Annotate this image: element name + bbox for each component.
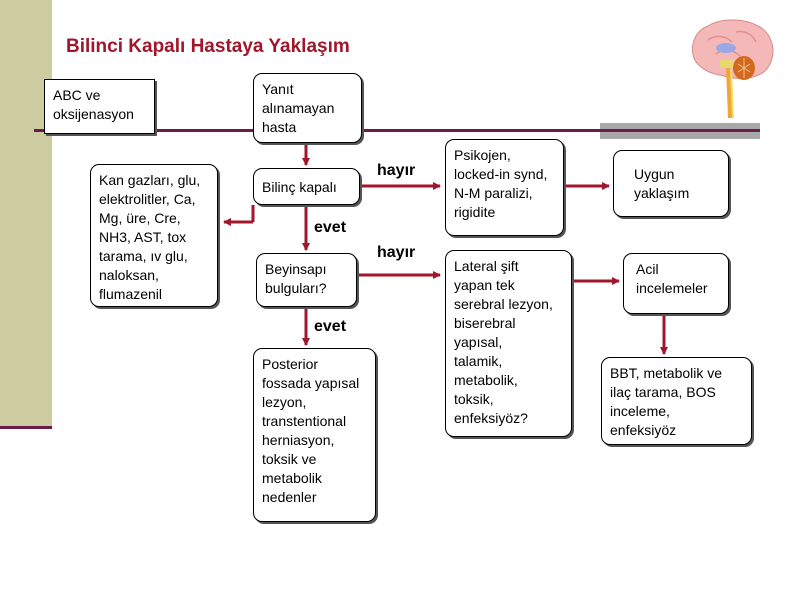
box-beyin: Beyinsapı bulguları? (256, 253, 357, 307)
sidebar-rule (0, 426, 52, 429)
box-acil: Acil incelemeler (623, 253, 729, 314)
label-hayir-2: hayır (377, 244, 416, 261)
box-kan: Kan gazları, glu, elektrolitler, Ca, Mg,… (90, 164, 218, 307)
slide-title: Bilinci Kapalı Hastaya Yaklaşım (66, 36, 350, 57)
sidebar-panel (0, 0, 52, 428)
box-psiko: Psikojen, locked-in synd, N-M paralizi, … (445, 139, 564, 236)
box-yanit: Yanıt alınamayan hasta (253, 73, 362, 143)
box-bilinc: Bilinç kapalı (253, 168, 360, 205)
box-posterior: Posterior fossada yapısal lezyon, transt… (253, 348, 376, 522)
box-lateral: Lateral şift yapan tek serebral lezyon, … (445, 250, 572, 437)
label-evet-1: evet (314, 219, 347, 236)
label-evet-2: evet (314, 318, 347, 335)
box-abc: ABC ve oksijenasyon (44, 79, 155, 134)
header-gray-bar (600, 123, 760, 139)
brain-icon (692, 19, 774, 118)
box-uygun: Uygun yaklaşım (613, 150, 729, 217)
label-hayir-1: hayır (377, 162, 416, 179)
box-bbt: BBT, metabolik ve ilaç tarama, BOS incel… (601, 357, 752, 445)
